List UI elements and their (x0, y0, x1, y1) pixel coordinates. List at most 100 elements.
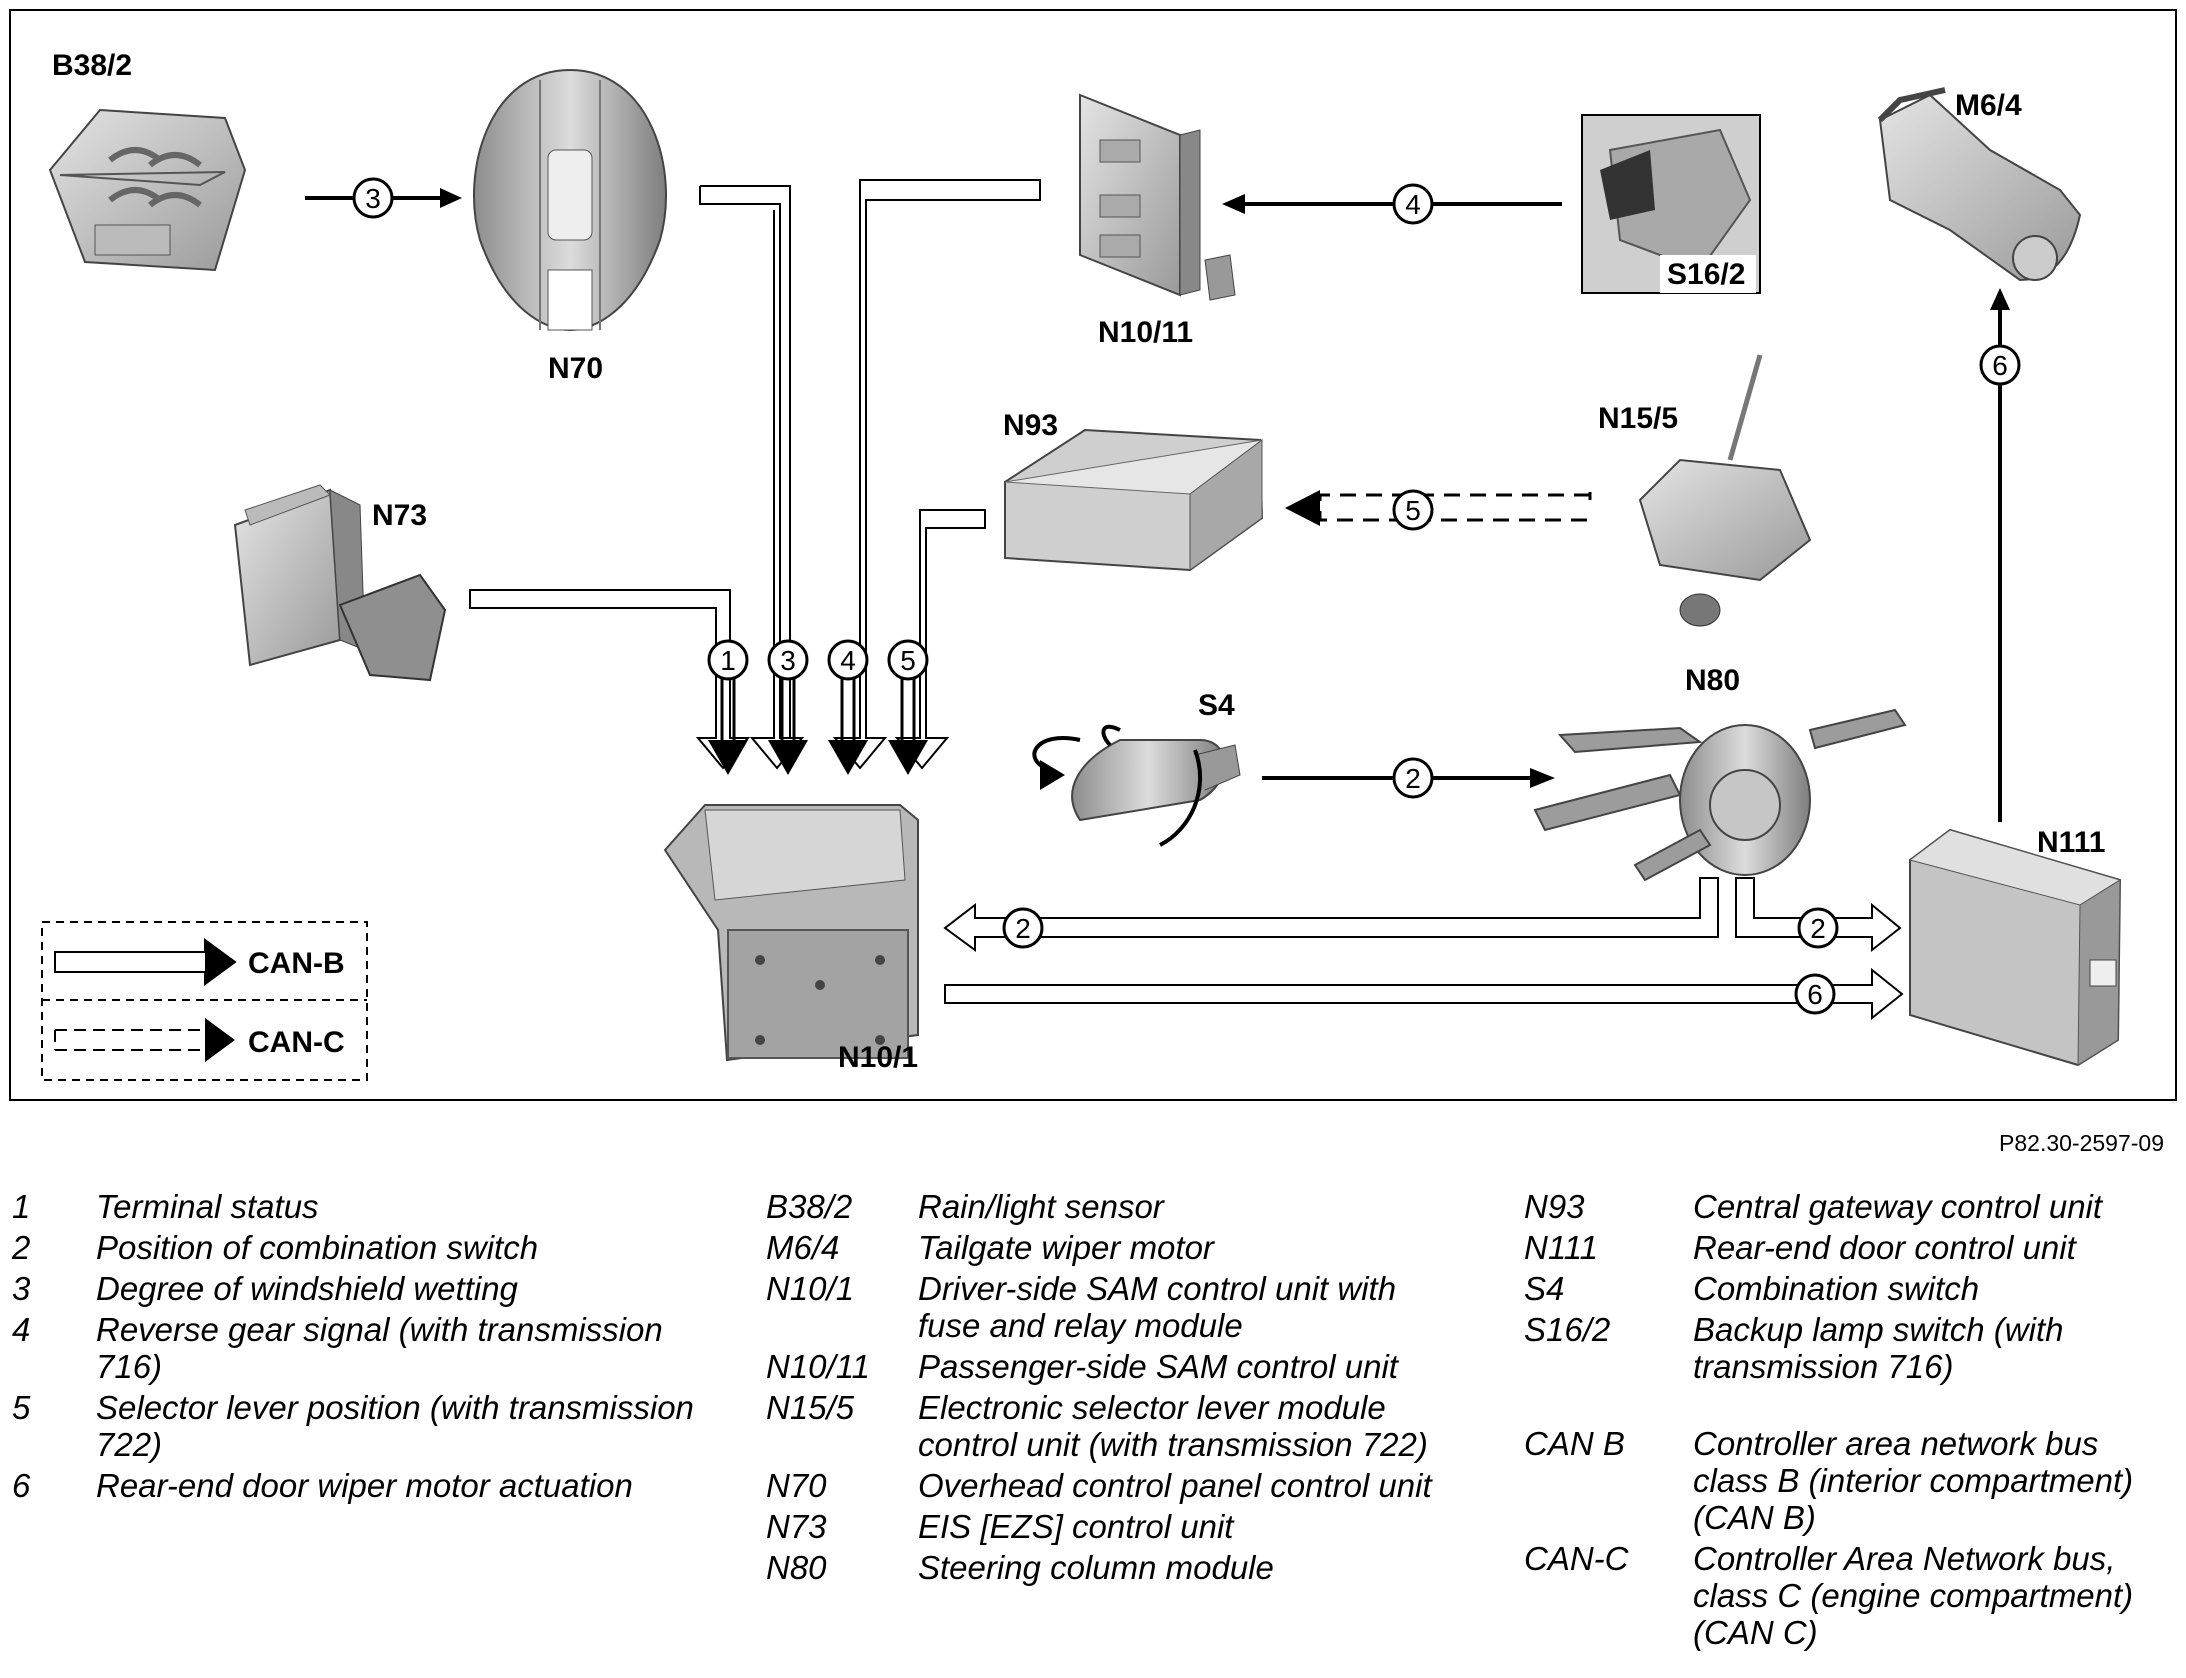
key-description: Passenger-side SAM control unit (918, 1348, 1398, 1385)
combination-switch-image (1032, 724, 1241, 847)
key-code: N111 (1524, 1229, 1598, 1266)
signal-3-marker-b: 3 (767, 639, 809, 681)
key-description: Degree of windshield wetting (96, 1270, 518, 1307)
key-code: B38/2 (766, 1188, 853, 1225)
key-row: 6 Rear-end door wiper motor actuation (12, 1467, 712, 1504)
rain-light-sensor-image (48, 108, 247, 272)
selector-lever-module-image (1638, 354, 1812, 627)
label-n70: N70 (548, 352, 603, 385)
overhead-control-panel-image (473, 68, 667, 332)
svg-text:6: 6 (1807, 979, 1823, 1010)
svg-text:3: 3 (365, 183, 381, 214)
key-description: Position of combination switch (96, 1229, 539, 1266)
figure-reference: P82.30-2597-09 (1999, 1130, 2164, 1156)
eis-image (233, 484, 447, 682)
label-n93: N93 (1003, 409, 1058, 442)
signal-5-marker-b: 5 (887, 639, 929, 681)
key-description: Selector lever position (with transmissi… (96, 1389, 694, 1463)
tailgate-wiper-motor-image (1877, 87, 2082, 282)
key-description: Rear-end door control unit (1693, 1229, 2076, 1266)
key-code: 2 (12, 1229, 31, 1266)
key-code: 6 (12, 1467, 31, 1504)
signal-5-marker-a: 5 (1392, 489, 1434, 531)
key-code: M6/4 (766, 1229, 840, 1266)
label-b38-2: B38/2 (52, 49, 132, 82)
key-code: N10/11 (766, 1348, 870, 1385)
key-code: CAN B (1524, 1425, 1625, 1462)
key-description: Driver-side SAM control unit with fuse a… (918, 1270, 1397, 1344)
label-n80: N80 (1685, 664, 1740, 697)
key-row: N70 Overhead control panel control unit (766, 1467, 1466, 1504)
signal-2-marker-b: 2 (1002, 907, 1044, 949)
can-c-swatch (54, 1029, 205, 1051)
key-description: Controller area network bus class B (int… (1693, 1425, 2134, 1536)
key-code: 1 (12, 1188, 31, 1225)
passenger-sam-image (1079, 93, 1236, 301)
key-row: CAN B Controller area network bus class B… (1524, 1425, 2164, 1536)
key-description: Electronic selector lever module control… (918, 1389, 1428, 1463)
driver-sam-image (663, 804, 919, 1062)
signal-4-marker-a: 4 (1392, 183, 1434, 225)
label-n73: N73 (372, 499, 427, 532)
svg-text:4: 4 (840, 645, 856, 676)
signal-4-marker-b: 4 (827, 639, 869, 681)
legend-can-b: CAN-B (248, 947, 345, 980)
key-code: 3 (12, 1270, 31, 1307)
key-row: N10/1 Driver-side SAM control unit with f… (766, 1270, 1466, 1344)
key-row: S4 Combination switch (1524, 1270, 2164, 1307)
key-code: N93 (1524, 1188, 1585, 1225)
signal-markers: 3 4 6 5 1 3 4 5 2 2 2 6 (352, 177, 2021, 1015)
signal-2-marker-a: 2 (1392, 757, 1434, 799)
svg-text:2: 2 (1405, 763, 1421, 794)
svg-text:6: 6 (1992, 350, 2008, 381)
key-row: 2 Position of combination switch (12, 1229, 712, 1266)
key-description: EIS [EZS] control unit (918, 1508, 1234, 1545)
svg-text:5: 5 (1405, 495, 1421, 526)
key-code: S4 (1524, 1270, 1565, 1307)
key-code: N80 (766, 1549, 827, 1586)
can-network-diagram: 3 4 6 5 1 3 4 5 2 2 2 6 B38/2 N70 N10/11… (9, 9, 2177, 1101)
key-row: 3 Degree of windshield wetting (12, 1270, 712, 1307)
key-description: Central gateway control unit (1693, 1188, 2103, 1225)
label-s16-2: S16/2 (1667, 258, 1745, 291)
label-n10-1: N10/1 (838, 1041, 918, 1074)
key-code: 4 (12, 1311, 31, 1348)
component-labels: B38/2 N70 N10/11 S16/2 M6/4 N93 N15/5 N7… (52, 49, 2105, 1074)
svg-text:1: 1 (720, 645, 736, 676)
key-description: Overhead control panel control unit (918, 1467, 1432, 1504)
key-code: 5 (12, 1389, 31, 1426)
svg-text:3: 3 (780, 645, 796, 676)
steering-column-module-image (1533, 708, 1907, 882)
svg-text:2: 2 (1810, 913, 1826, 944)
key-row: N80 Steering column module (766, 1549, 1466, 1586)
key-row: M6/4 Tailgate wiper motor (766, 1229, 1466, 1266)
label-n10-11: N10/11 (1098, 316, 1193, 349)
signal-2-marker-c: 2 (1797, 907, 1839, 949)
key-description: Controller Area Network bus, class C (en… (1693, 1540, 2134, 1651)
key-code: N10/1 (766, 1270, 855, 1307)
down-arrowheads (708, 740, 928, 775)
svg-text:5: 5 (900, 645, 916, 676)
key-row: CAN-C Controller Area Network bus, class … (1524, 1540, 2164, 1651)
svg-text:4: 4 (1405, 189, 1421, 220)
key-code: N70 (766, 1467, 827, 1504)
legend-can-c: CAN-C (248, 1026, 345, 1059)
rear-door-control-unit-image (1908, 828, 2122, 1067)
key-code: CAN-C (1524, 1540, 1629, 1577)
backup-lamp-switch-image (1581, 114, 1761, 294)
key-description: Combination switch (1693, 1270, 1980, 1307)
bus-legend: CAN-B CAN-C (41, 921, 368, 1081)
signal-6-marker-a: 6 (1979, 344, 2021, 386)
key-description: Steering column module (918, 1549, 1274, 1586)
key-description: Tailgate wiper motor (918, 1229, 1214, 1266)
label-n111: N111 (2037, 826, 2105, 859)
key-row: N111 Rear-end door control unit (1524, 1229, 2164, 1266)
svg-text:2: 2 (1015, 913, 1031, 944)
key-description: Rear-end door wiper motor actuation (96, 1467, 633, 1504)
